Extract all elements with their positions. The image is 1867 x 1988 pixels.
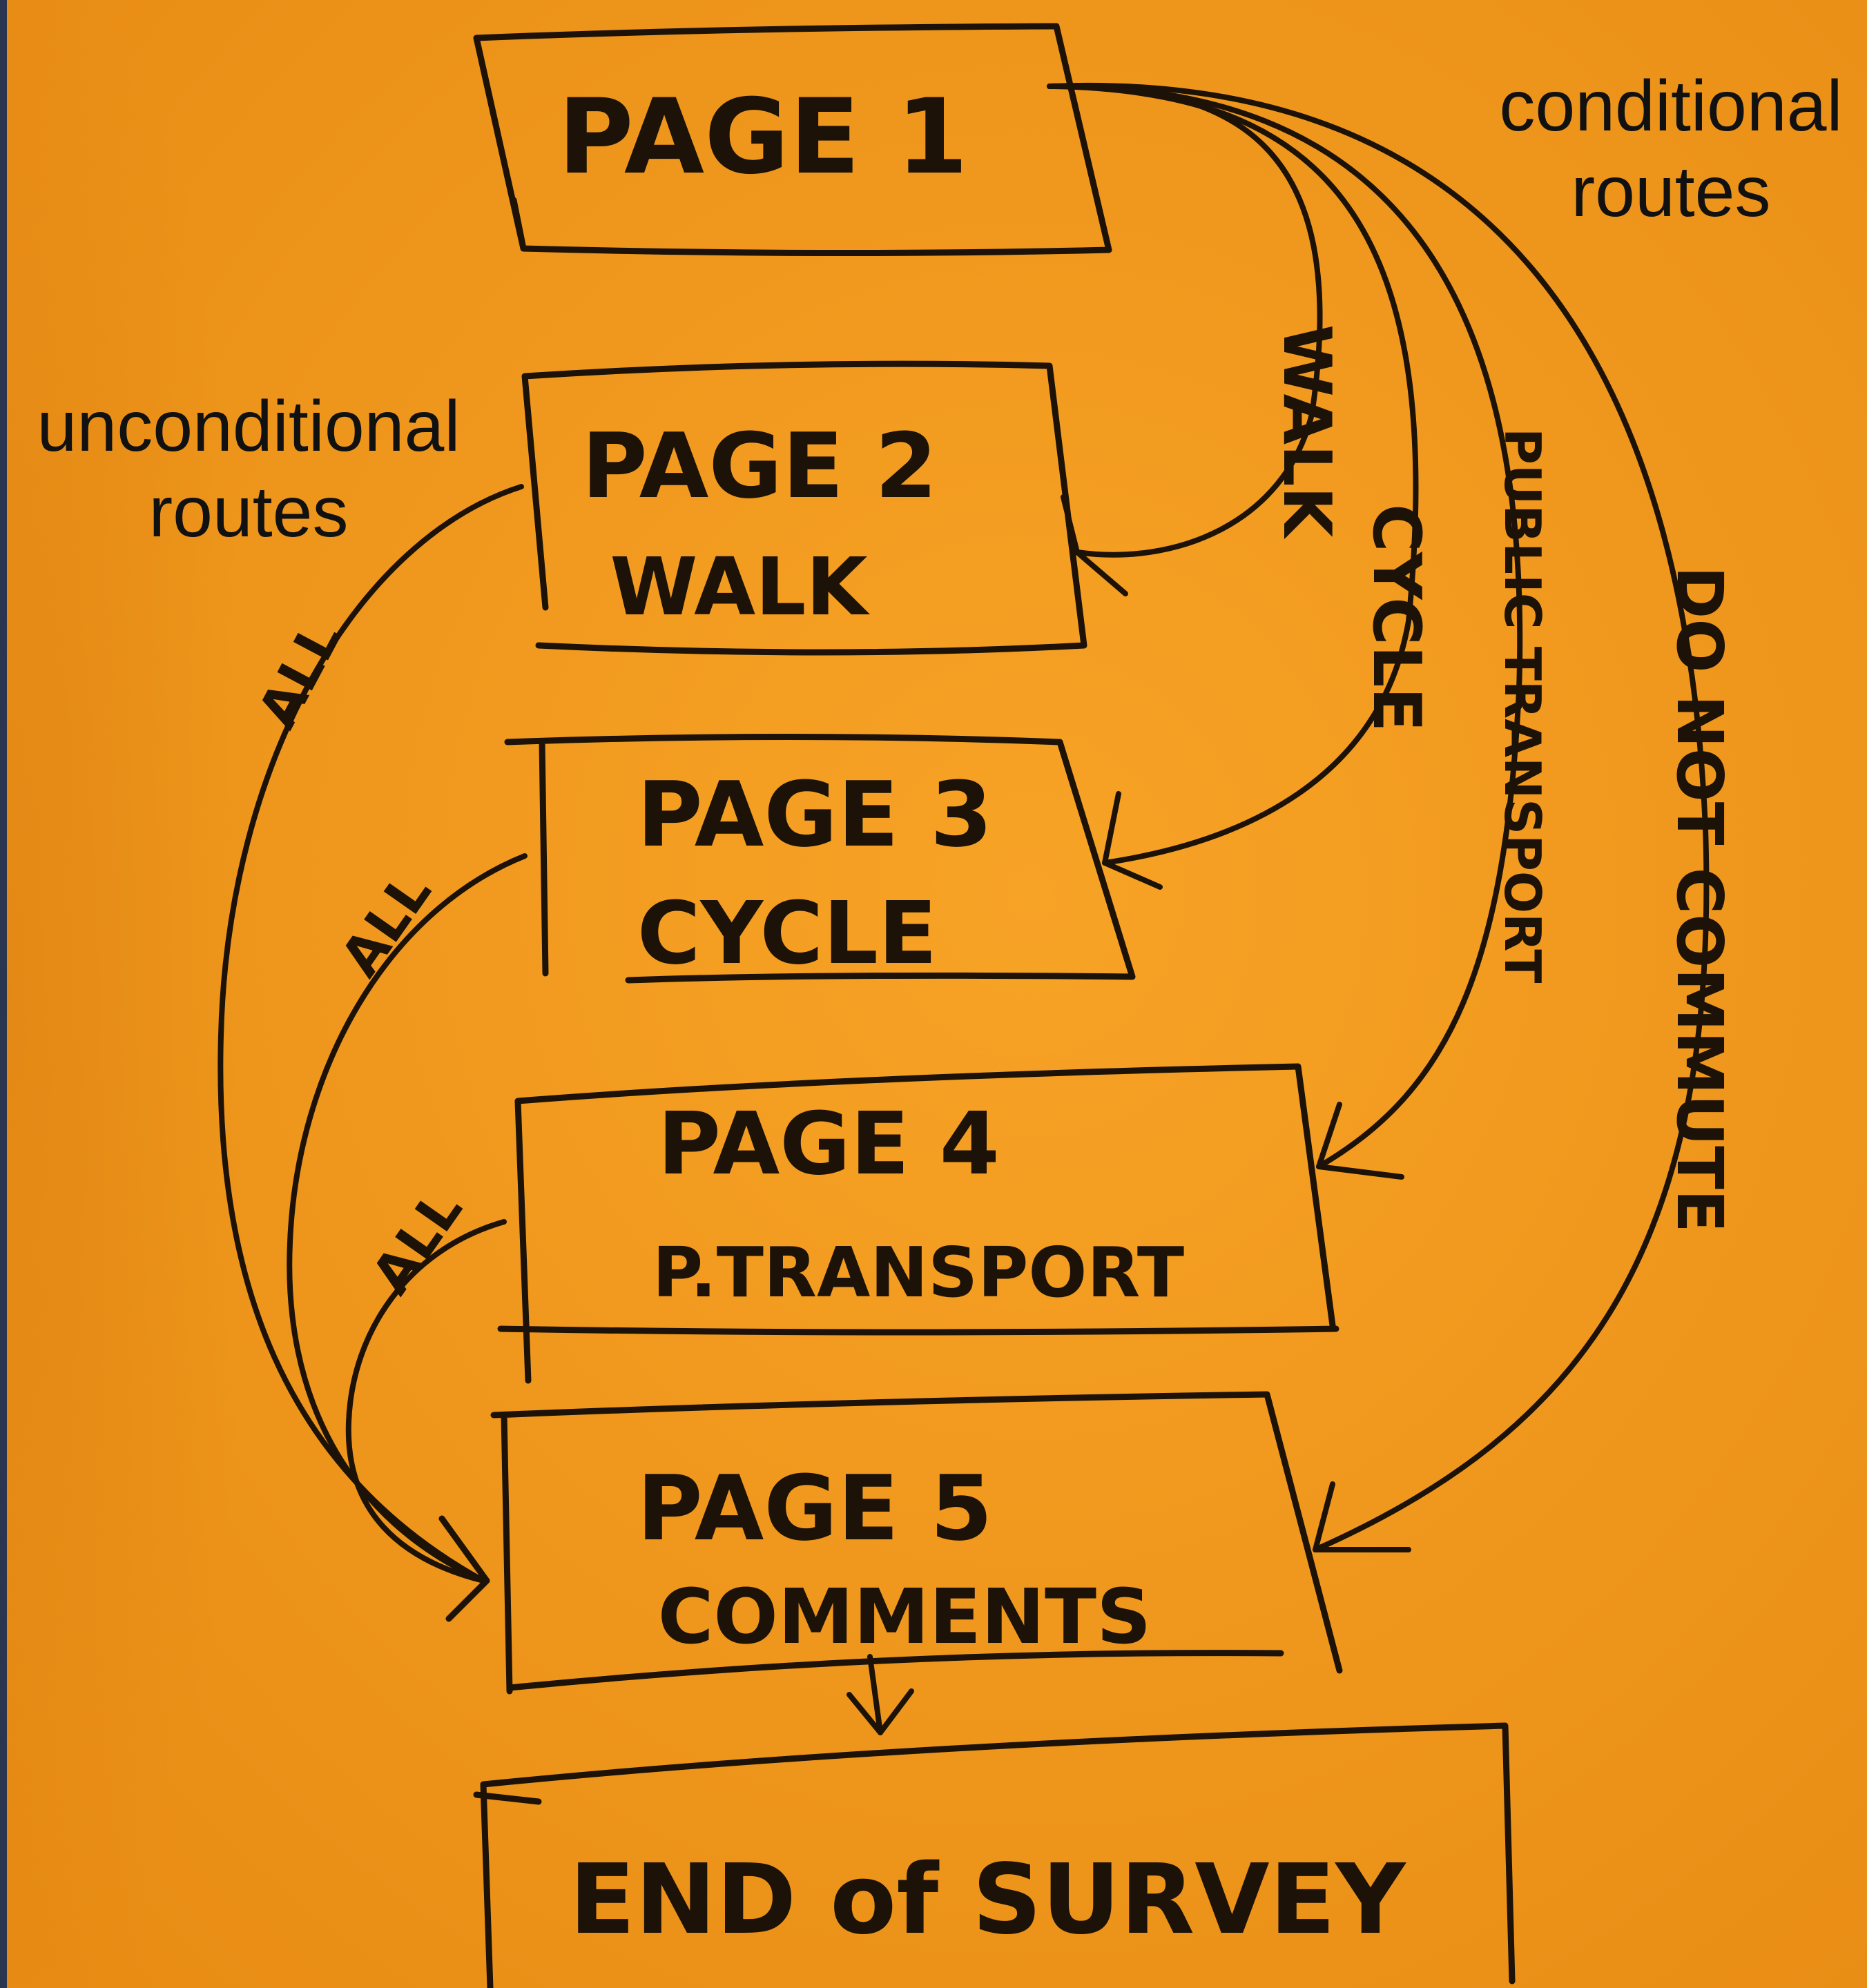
box-page3-title: PAGE 3 xyxy=(637,762,992,867)
route-cycle-line xyxy=(1047,84,1419,866)
route-public-transport-arrowhead xyxy=(1316,1102,1404,1180)
route-cycle-label: CYCLE xyxy=(1358,504,1434,732)
legend-unconditional-routes: unconditional routes xyxy=(14,384,483,555)
route-page5-end-arrowhead xyxy=(847,1688,914,1735)
route-public-transport-line xyxy=(1047,83,1523,1169)
box-page5-outline xyxy=(490,1391,1343,1695)
box-page3-subtitle: CYCLE xyxy=(637,884,938,984)
box-page5-subtitle: COMMENTS xyxy=(658,1572,1152,1661)
paper-shadow xyxy=(7,0,421,1988)
route-page4-all-line xyxy=(345,1219,507,1583)
box-page2-subtitle: WALK xyxy=(610,541,870,634)
box-page4: PAGE 4 P.TRANSPORT xyxy=(497,1063,1339,1384)
box-end-outline xyxy=(473,1722,1516,1988)
legend-conditional-line1: conditional xyxy=(1499,66,1843,146)
box-end-title: END of SURVEY xyxy=(569,1844,1406,1956)
route-do-not-commute-line xyxy=(1047,82,1710,1552)
box-page5-title: PAGE 5 xyxy=(637,1456,992,1561)
box-page2-outline xyxy=(521,360,1087,656)
box-page4-outline xyxy=(497,1063,1339,1384)
route-page2-all-line xyxy=(217,484,524,1583)
box-page1-title: PAGE 1 xyxy=(558,77,968,197)
box-end: END of SURVEY xyxy=(473,1722,1516,1988)
route-walk-label: WALK xyxy=(1268,324,1344,540)
box-page2-title: PAGE 2 xyxy=(581,413,937,518)
route-do-not-commute-arrowhead xyxy=(1313,1481,1411,1552)
conditional-routes: WALK CYCLE PUBLIC TRANSPORT DO NOT COMMU… xyxy=(1047,82,1737,1552)
box-page4-title: PAGE 4 xyxy=(657,1094,999,1194)
box-page3-outline xyxy=(504,734,1136,984)
route-public-transport-label: PUBLIC TRANSPORT xyxy=(1493,428,1551,983)
box-page4-subtitle: P.TRANSPORT xyxy=(652,1232,1184,1313)
box-page2: PAGE 2 WALK xyxy=(521,360,1087,656)
box-page1-outline xyxy=(473,23,1112,257)
box-page5: PAGE 5 COMMENTS xyxy=(490,1391,1343,1695)
box-page3: PAGE 3 CYCLE xyxy=(504,734,1136,984)
legend-conditional-line2: routes xyxy=(1571,152,1771,232)
legend-unconditional-line2: routes xyxy=(148,472,349,552)
route-walk-arrowhead xyxy=(1061,494,1128,596)
route-page3-all-line xyxy=(287,853,528,1583)
legend-unconditional-line1: unconditional xyxy=(37,387,461,467)
box-page1: PAGE 1 xyxy=(473,23,1112,257)
legend-conditional-routes: conditional routes xyxy=(1478,64,1864,235)
route-do-not-commute-label: DO NOT COMMUTE xyxy=(1663,566,1737,1233)
route-page5-end-line xyxy=(867,1654,883,1735)
route-all-arrowhead xyxy=(438,1515,490,1622)
route-cycle-arrowhead xyxy=(1102,791,1163,890)
